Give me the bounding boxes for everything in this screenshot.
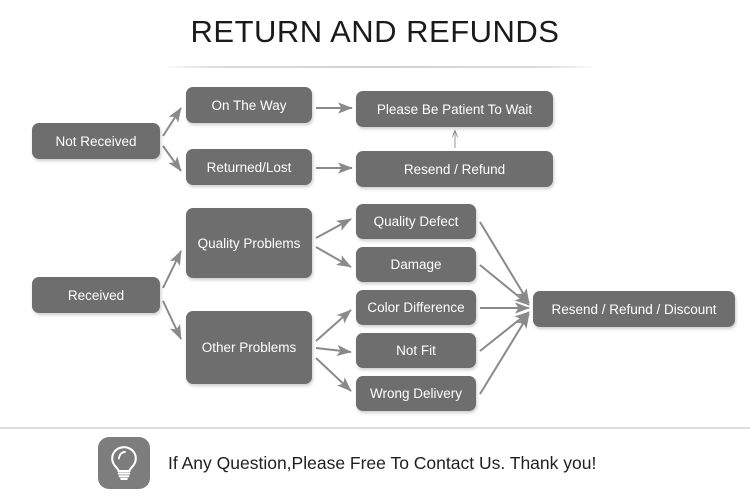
lightbulb-icon	[98, 437, 150, 489]
footer-divider	[0, 427, 750, 429]
edge-other-problems-to-wrong-delivery	[315, 357, 352, 392]
node-wrong-delivery[interactable]: Wrong Delivery	[356, 376, 476, 411]
edge-not-received-to-returned-lost	[162, 145, 182, 172]
edge-not-received-to-on-the-way	[162, 107, 182, 137]
edge-quality-defect-to-final	[479, 221, 530, 304]
edge-quality-problems-to-quality-defect	[315, 218, 352, 239]
edge-received-to-quality-problems	[162, 250, 182, 289]
footer: If Any Question,Please Free To Contact U…	[98, 437, 596, 489]
node-returned-lost[interactable]: Returned/Lost	[186, 149, 312, 185]
node-other-problems[interactable]: Other Problems	[186, 311, 312, 384]
node-not-received[interactable]: Not Received	[32, 123, 160, 159]
node-not-fit[interactable]: Not Fit	[356, 333, 476, 368]
edge-not-fit-to-final	[479, 311, 530, 352]
edge-wrong-delivery-to-final	[479, 313, 530, 395]
node-quality-defect[interactable]: Quality Defect	[356, 204, 476, 239]
title-divider	[160, 66, 600, 68]
node-quality-problems[interactable]: Quality Problems	[186, 208, 312, 278]
node-please-be-patient-to-wait[interactable]: Please Be Patient To Wait	[356, 91, 553, 127]
node-resend-refund-discount[interactable]: Resend / Refund / Discount	[533, 291, 735, 327]
node-damage[interactable]: Damage	[356, 247, 476, 282]
node-color-difference[interactable]: Color Difference	[356, 290, 476, 325]
node-on-the-way[interactable]: On The Way	[186, 87, 312, 123]
edge-received-to-other-problems	[162, 300, 182, 340]
edge-damage-to-final	[479, 264, 530, 306]
edge-other-problems-to-color-difference	[315, 309, 352, 342]
edge-other-problems-to-not-fit	[315, 344, 352, 356]
node-resend-refund[interactable]: Resend / Refund	[356, 151, 553, 187]
footer-contact-text: If Any Question,Please Free To Contact U…	[168, 452, 597, 473]
edge-quality-problems-to-damage	[315, 246, 352, 268]
page-title: RETURN AND REFUNDS	[190, 14, 560, 49]
node-received[interactable]: Received	[32, 277, 160, 313]
